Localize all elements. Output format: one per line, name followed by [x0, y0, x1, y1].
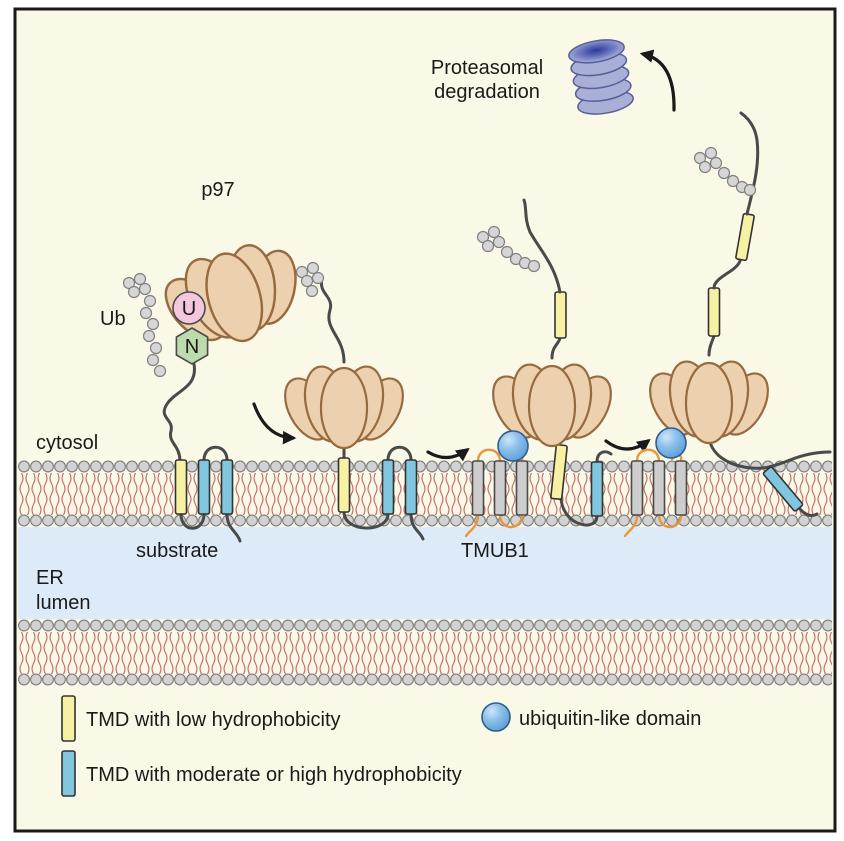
u-cofactor-badge: [172, 291, 206, 325]
substrate-strand-up-high: [522, 198, 562, 294]
substrate-cytosol-loop: [202, 445, 229, 462]
substrate-cyto-tail: [595, 450, 613, 464]
tmub1-tmd-1: [630, 460, 644, 516]
tmub1-tmd-2: [652, 460, 666, 516]
substrate-cytosol-loop: [386, 445, 413, 462]
p97-label: p97: [201, 179, 234, 201]
stage-3-tmub1-assists: [464, 198, 622, 538]
substrate-coil: [162, 362, 196, 462]
lipid-heads-bottom-inner: [18, 673, 832, 686]
substrate-strand-link: [707, 334, 716, 357]
substrate-strand-up-low: [550, 336, 562, 360]
substrate-tmd-high-2: [404, 459, 418, 515]
stage-2-p97-engaged: [274, 261, 425, 541]
tmub1-linker-loop-bottom: [657, 513, 683, 529]
lipid-heads-bottom-outer: [18, 619, 832, 632]
n-cofactor-letter: N: [185, 336, 199, 358]
ub-label: Ub: [100, 308, 126, 330]
substrate-tmd-low: [337, 457, 351, 513]
legend-tmd-high-swatch: [61, 750, 76, 797]
tmub1-linker-loop-top: [635, 448, 661, 463]
substrate-strand-mid: [712, 259, 742, 290]
legend-ubl-swatch: [481, 702, 511, 732]
proteasomal-degradation-label-line1: Proteasomal: [431, 57, 543, 79]
ubiquitin-like-domain-icon: [655, 427, 687, 459]
tmub1-linker-loop-top: [476, 448, 502, 463]
tmub1-lumen-tail: [464, 513, 480, 538]
tmub1-tmd-3: [515, 460, 529, 516]
substrate-label: substrate: [136, 540, 218, 562]
substrate-lumen-tail: [409, 512, 425, 541]
substrate-tmd-low: [174, 459, 188, 515]
legend-tmd-low-swatch: [61, 695, 76, 742]
step-arrow-1: [252, 402, 297, 445]
step-arrow-3: [604, 438, 651, 453]
er-membrane-top: [18, 460, 832, 527]
ubiquitin-chain-icon: [295, 261, 325, 298]
er-lumen-label-line2: lumen: [36, 592, 90, 614]
substrate-tmd-high-tilted: [762, 466, 804, 512]
u-cofactor-letter: U: [182, 298, 196, 320]
er-lumen-label-line1: ER: [36, 567, 64, 589]
stage-4-full-extraction: [623, 111, 832, 538]
degradation-arrow: [639, 49, 676, 112]
lipid-heads-top-inner: [18, 514, 832, 527]
legend-tmd-low-label: TMD with low hydrophobicity: [86, 709, 341, 731]
substrate-tmd-extracted-1: [707, 287, 721, 337]
substrate-tmd-high: [590, 461, 604, 517]
cytosol-label: cytosol: [36, 432, 98, 454]
tmub1-tmd-1: [471, 460, 485, 516]
ubiquitin-chain-icon: [693, 146, 757, 197]
figure-border: [13, 7, 837, 833]
lipid-heads-top-outer: [18, 460, 832, 473]
tmub1-tmd-3: [674, 460, 688, 516]
er-membrane-bottom: [18, 619, 832, 686]
substrate-tmd-low-extracting: [550, 443, 568, 501]
substrate-lumen-loop: [559, 497, 599, 527]
tmub1-linker-loop-bottom: [498, 513, 524, 529]
substrate-strand-up: [319, 276, 346, 364]
legend-ubl-label: ubiquitin-like domain: [519, 708, 701, 730]
substrate-tmd-extracted-2: [735, 212, 755, 262]
stage-1-substrate-recognition: U N: [122, 225, 322, 543]
lipid-tails-bottom: [18, 632, 832, 674]
substrate-tmd-high-1: [381, 459, 395, 515]
legend: TMD with low hydrophobicity TMD with mod…: [61, 695, 701, 797]
step-arrow-2: [426, 448, 470, 462]
substrate-tmd-extracted: [554, 291, 567, 339]
tmub1-lumen-tail: [623, 513, 639, 538]
tmub1-tmd-2: [493, 460, 507, 516]
substrate-tmd-high-1: [197, 459, 211, 515]
er-lumen-region: [18, 527, 832, 619]
ubiquitin-like-domain-icon: [497, 430, 529, 462]
substrate-lumen-tail: [797, 506, 819, 518]
substrate-lumen-tail: [225, 512, 242, 543]
ubiquitin-chain-icon: [476, 225, 541, 273]
proteasomal-degradation-label-line2: degradation: [434, 81, 540, 103]
substrate-lumen-loop: [179, 512, 206, 530]
n-cofactor-badge: [175, 327, 209, 365]
legend-tmd-high-label: TMD with moderate or high hydrophobicity: [86, 764, 462, 786]
proteasome-stack-icon: [568, 39, 634, 115]
substrate-membrane-strand: [707, 435, 832, 470]
substrate-lumen-loop: [342, 510, 390, 530]
lipid-tails-top: [18, 473, 832, 515]
ubiquitin-chain-icon: [122, 272, 167, 378]
tmub1-label: TMUB1: [461, 540, 529, 562]
substrate-tmd-high-2: [220, 459, 234, 515]
